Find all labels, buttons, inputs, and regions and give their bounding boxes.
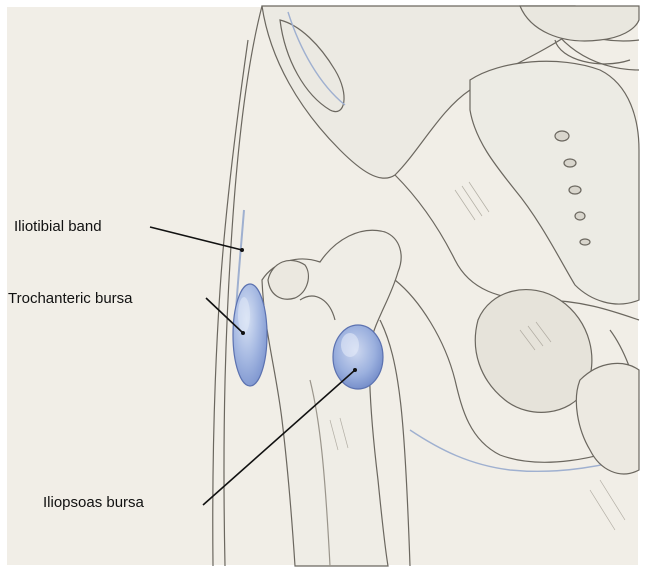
trochanteric-bursa-shape [233, 284, 267, 386]
label-iliotibial-band: Iliotibial band [14, 218, 102, 236]
label-iliopsoas-bursa: Iliopsoas bursa [43, 494, 144, 512]
label-trochanteric-bursa: Trochanteric bursa [8, 290, 133, 308]
iliopsoas-bursa-shape [333, 325, 383, 389]
